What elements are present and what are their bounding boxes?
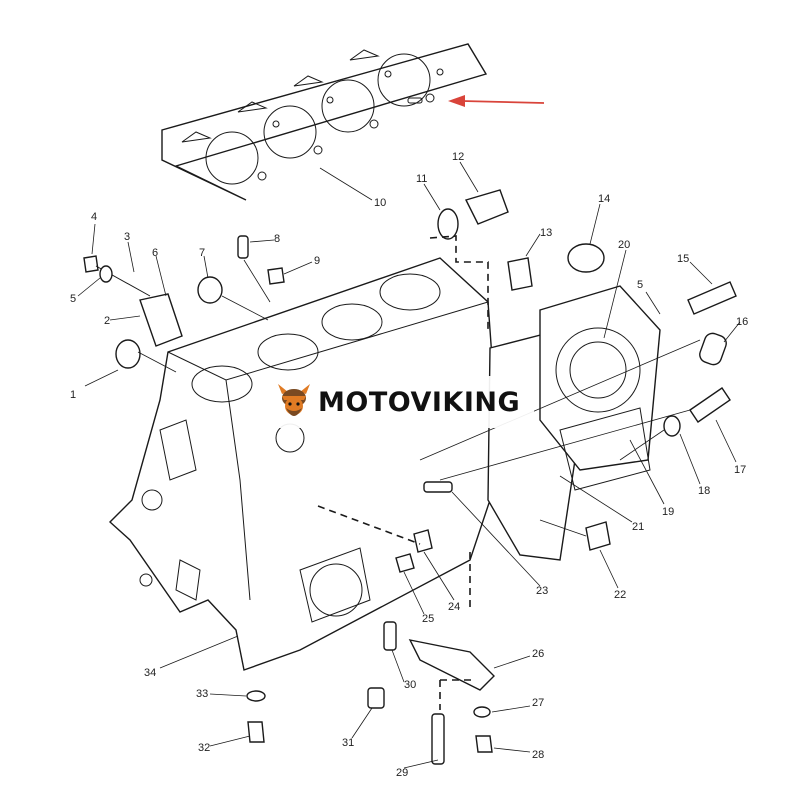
head-gasket	[161, 43, 488, 201]
callout-19: 19	[662, 506, 674, 518]
callout-31: 31	[342, 737, 354, 749]
callout-10: 10	[374, 197, 386, 209]
callout-25: 25	[422, 613, 434, 625]
watermark-brand-text: MOTOVIKING	[318, 386, 521, 418]
callout-14: 14	[598, 193, 610, 205]
callout-leaders	[77, 161, 741, 769]
callout-29: 29	[396, 767, 408, 779]
red-arrow-icon	[448, 95, 545, 107]
viking-mascot-icon	[278, 384, 310, 416]
callout-20: 20	[618, 239, 630, 251]
callout-18: 18	[698, 485, 710, 497]
watermark-banner: MOTOVIKING	[266, 376, 534, 428]
callout-28: 28	[532, 749, 544, 761]
callout-24: 24	[448, 601, 460, 613]
callout-7: 7	[199, 247, 205, 259]
callout-30: 30	[404, 679, 416, 691]
callout-15: 15	[677, 253, 689, 265]
callout-21: 21	[632, 521, 644, 533]
callout-22: 22	[614, 589, 626, 601]
callout-labels: 1 2 3 4 5 6 7 8 9 10 11 12 13 14 5 15 16…	[70, 151, 748, 779]
callout-27: 27	[532, 697, 544, 709]
callout-11: 11	[416, 173, 427, 185]
callout-16: 16	[736, 316, 748, 328]
callout-32: 32	[198, 742, 210, 754]
small-parts	[83, 189, 737, 765]
callout-12: 12	[452, 151, 464, 163]
callout-6: 6	[152, 247, 158, 259]
callout-13: 13	[540, 227, 552, 239]
assembly-lines	[137, 235, 701, 710]
callout-5: 5	[70, 293, 76, 305]
callout-2: 2	[104, 315, 110, 327]
callout-4: 4	[91, 211, 97, 223]
callout-9: 9	[314, 255, 320, 267]
callout-5b: 5	[637, 279, 643, 291]
callout-26: 26	[532, 648, 544, 660]
callout-8: 8	[274, 233, 280, 245]
callout-34: 34	[144, 667, 156, 679]
callout-33: 33	[196, 688, 208, 700]
callout-17: 17	[734, 464, 746, 476]
callout-1: 1	[70, 389, 76, 401]
callout-23: 23	[536, 585, 548, 597]
callout-3: 3	[124, 231, 130, 243]
